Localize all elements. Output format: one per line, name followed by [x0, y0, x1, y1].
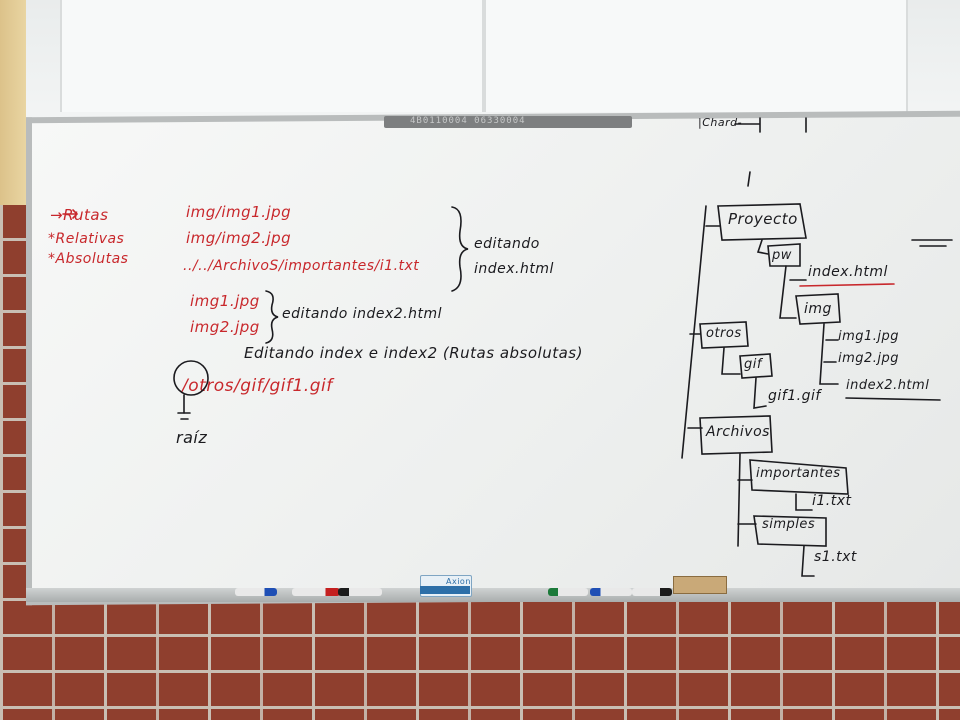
tree-proyecto: Proyecto	[728, 210, 798, 228]
top-scribble: |Chard-	[698, 116, 743, 129]
blue-marker	[590, 588, 632, 596]
blue-marker	[235, 588, 277, 596]
tree-pw: pw	[772, 248, 792, 263]
tree-gif: gif	[744, 357, 762, 372]
wooden-post	[0, 0, 26, 205]
green-marker	[548, 588, 588, 596]
tree-index-html: index.html	[808, 264, 888, 280]
board-eraser	[673, 576, 727, 594]
path-img1: img/img1.jpg	[186, 203, 292, 221]
tree-archivos: Archivos	[706, 424, 770, 440]
brace-label-index: index.html	[474, 261, 554, 277]
tree-img: img	[804, 301, 832, 317]
note-relativas: *Relativas	[48, 231, 125, 247]
absolute-path: /otros/gif/gif1.gif	[182, 376, 333, 396]
clip-label: 4B0110004 06330004	[410, 116, 526, 126]
eraser-brand: Axion	[446, 577, 471, 586]
path2-img1: img1.jpg	[190, 292, 260, 310]
black-marker	[338, 588, 382, 596]
tree-s1: s1.txt	[814, 549, 857, 565]
brace2-label: editando index2.html	[282, 306, 443, 322]
window-pane	[484, 0, 908, 112]
window-pane	[60, 0, 484, 112]
tree-gif1: gif1.gif	[768, 388, 821, 404]
tree-otros: otros	[706, 326, 742, 341]
path-i1: ../../ArchivoS/importantes/i1.txt	[183, 258, 420, 274]
tree-importantes: importantes	[756, 466, 841, 481]
note-rutas: →Rutas	[50, 206, 109, 224]
board-clip	[384, 116, 632, 128]
root-label: raíz	[176, 428, 208, 447]
tree-simples: simples	[762, 517, 816, 532]
black-marker	[632, 588, 672, 596]
path-img2: img/img2.jpg	[186, 229, 292, 247]
eraser-stripe	[420, 586, 470, 594]
tree-i1: i1.txt	[812, 493, 852, 509]
tree-img2: img2.jpg	[838, 351, 900, 366]
note-absolutas: *Absolutas	[48, 251, 129, 267]
red-marker	[292, 588, 340, 596]
tree-index2-html: index2.html	[846, 378, 930, 393]
brace-label-editando: editando	[474, 236, 540, 252]
absolute-heading: Editando index e index2 (Rutas absolutas…	[244, 344, 583, 362]
tree-img1: img1.jpg	[838, 329, 900, 344]
path2-img2: img2.jpg	[190, 318, 260, 336]
